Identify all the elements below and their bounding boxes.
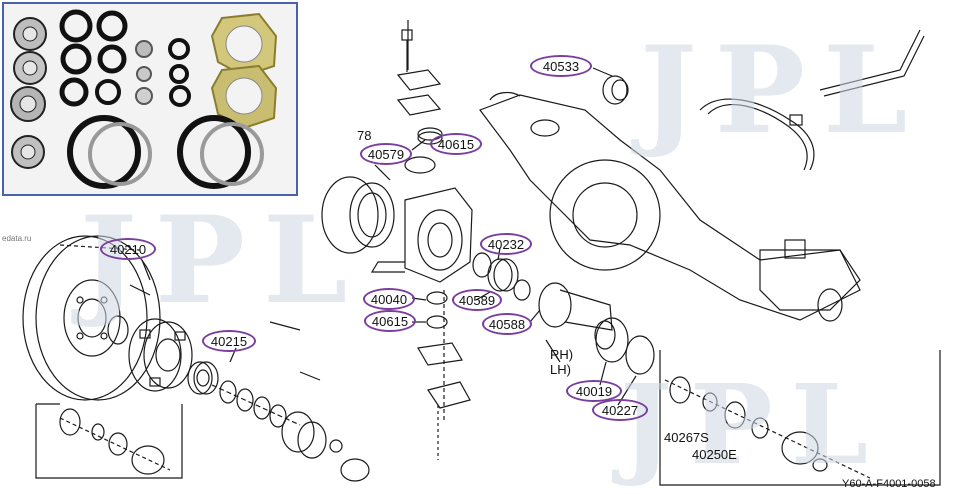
bearing-40215-drawing	[187, 361, 219, 395]
locking-hub-drawing	[269, 321, 370, 482]
callout-40615-mid: 40615	[364, 310, 416, 332]
bearings-middle-drawing	[472, 252, 531, 301]
label-lh: LH)	[550, 362, 571, 377]
callout-40533: 40533	[530, 55, 592, 77]
wheel-hub-drawing	[107, 284, 193, 392]
callout-40215: 40215	[202, 330, 256, 352]
callout-40615-top: 40615	[430, 133, 482, 155]
label-78: 78	[357, 128, 372, 143]
lock-washers-drawing	[211, 380, 301, 428]
label-rh: RH)	[550, 347, 574, 362]
label-40250e: 40250E	[692, 447, 737, 462]
callout-40040: 40040	[363, 288, 415, 310]
knuckle-lower-plates-drawing	[417, 342, 471, 460]
label-40267s: 40267S	[664, 430, 709, 445]
footer-code: Y60-A-F4001-0058	[842, 478, 936, 490]
kit-photo-illustration	[10, 9, 278, 189]
detail-box-left	[35, 403, 183, 479]
callout-40589: 40589	[452, 289, 502, 311]
callout-40232: 40232	[480, 233, 532, 255]
leader-lines	[141, 67, 637, 406]
photo-bearings	[10, 17, 47, 169]
knuckle-cap-plates-drawing	[396, 29, 442, 116]
photo-large-rings	[67, 115, 264, 189]
spindle-drawing	[538, 282, 655, 375]
kit-photo-inset	[2, 2, 298, 196]
differential-housing-drawing	[479, 75, 861, 322]
callout-40019: 40019	[566, 380, 622, 402]
photo-seals	[59, 9, 191, 107]
site-tag: edata.ru	[2, 234, 32, 243]
callout-40579: 40579	[360, 143, 412, 165]
steering-knuckle-drawing	[321, 20, 473, 420]
callout-40227: 40227	[592, 399, 648, 421]
brake-rotor-drawing	[22, 235, 161, 401]
breather-hose-drawing	[699, 29, 925, 171]
detail-box-right	[659, 350, 941, 486]
photo-gaskets	[210, 12, 278, 130]
callout-40210: 40210	[100, 238, 156, 260]
callout-40588: 40588	[482, 313, 532, 335]
